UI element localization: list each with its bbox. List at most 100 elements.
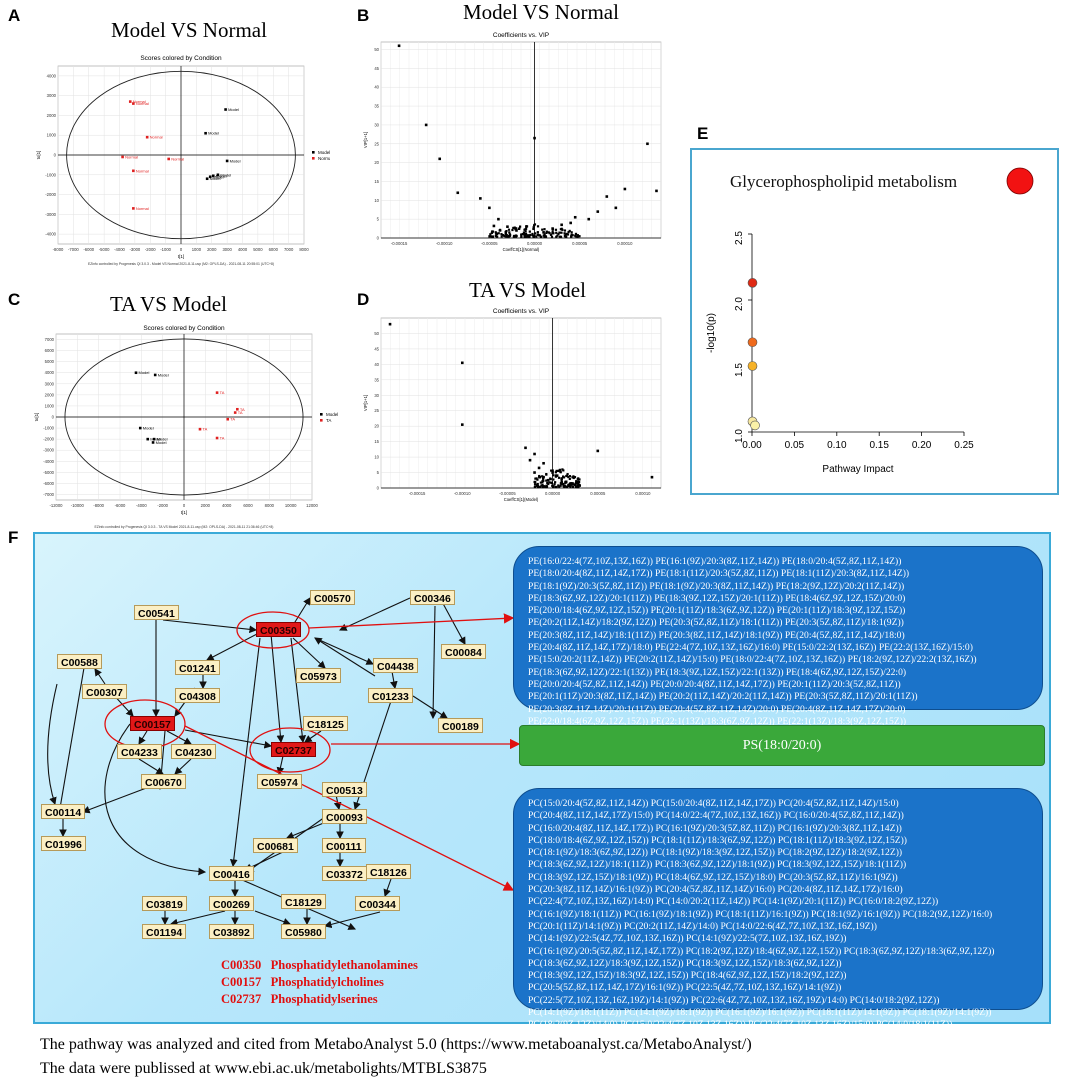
node-c00346[interactable]: C00346 bbox=[410, 590, 455, 605]
pc-lipid-line: PC(20:1(11Z)/14:1(9Z)) PC(20:2(11Z,14Z)/… bbox=[528, 920, 877, 932]
node-c00084[interactable]: C00084 bbox=[441, 644, 486, 659]
node-c01996[interactable]: C01996 bbox=[41, 836, 86, 851]
x-tick-label: 12000 bbox=[306, 503, 318, 508]
node-c00416[interactable]: C00416 bbox=[209, 866, 254, 881]
pc-lipid-line: PC(14:1(9Z)/22:5(4Z,7Z,10Z,13Z,16Z)) PC(… bbox=[528, 933, 847, 945]
data-point bbox=[132, 102, 135, 105]
node-c00670[interactable]: C00670 bbox=[141, 774, 186, 789]
pc-lipid-line: PC(18:3(6Z,9Z,12Z)/18:1(11Z)) PC(18:3(6Z… bbox=[528, 859, 907, 871]
pathway-edge bbox=[304, 730, 322, 743]
data-point bbox=[596, 449, 600, 453]
data-point bbox=[544, 235, 548, 238]
data-point bbox=[537, 466, 541, 470]
node-c18126[interactable]: C18126 bbox=[366, 864, 411, 879]
x-tick-label: -12000 bbox=[49, 503, 63, 508]
y-tick-label: 5 bbox=[377, 217, 380, 222]
pc-lipid-line: PC(18:3(6Z,9Z,12Z)/18:3(9Z,12Z,15Z)) PC(… bbox=[528, 957, 842, 969]
data-point bbox=[559, 228, 562, 231]
node-c02737[interactable]: C02737 bbox=[271, 742, 316, 757]
x-tick-label: 4000 bbox=[222, 503, 232, 508]
data-point bbox=[534, 477, 537, 480]
data-point bbox=[538, 474, 541, 478]
data-point bbox=[533, 471, 536, 474]
point-label: Model bbox=[143, 426, 154, 431]
node-c00189[interactable]: C00189 bbox=[438, 718, 483, 733]
node-c03819[interactable]: C03819 bbox=[142, 896, 187, 911]
data-point bbox=[215, 391, 219, 394]
pathway-edge bbox=[270, 633, 285, 744]
node-c00157[interactable]: C00157 bbox=[130, 716, 175, 731]
node-c00570[interactable]: C00570 bbox=[310, 590, 355, 605]
node-c00344[interactable]: C00344 bbox=[355, 896, 400, 911]
pc-lipid-line: PC(16:1(9Z)/18:1(11Z)) PC(16:1(9Z)/18:1(… bbox=[528, 908, 993, 920]
data-point bbox=[568, 482, 572, 485]
data-point bbox=[564, 233, 567, 236]
pathway-edge bbox=[206, 633, 258, 661]
data-point bbox=[554, 471, 557, 474]
pc-lipid-line: PC(20:4(8Z,11Z,14Z,17Z)/15:0) PC(14:0/22… bbox=[528, 810, 904, 822]
node-c00093[interactable]: C00093 bbox=[322, 809, 367, 824]
node-c03892[interactable]: C03892 bbox=[209, 924, 254, 939]
data-point bbox=[505, 233, 508, 237]
node-c05974[interactable]: C05974 bbox=[257, 774, 302, 789]
pe-lipid-line: PE(18:3(6Z,9Z,12Z)/22:1(13Z)) PE(18:3(9Z… bbox=[528, 666, 907, 678]
node-c00114[interactable]: C00114 bbox=[41, 804, 86, 819]
pe-lipid-line: PE(20:0/18:4(6Z,9Z,12Z,15Z)) PE(20:1(11Z… bbox=[528, 605, 906, 617]
data-point bbox=[553, 483, 556, 486]
pe-lipid-line: PE(20:1(11Z)/20:3(8Z,11Z,14Z)) PE(20:2(1… bbox=[528, 691, 918, 703]
pc-lipid-line: PC(20:5(5Z,8Z,11Z,14Z,17Z)/16:1(9Z)) PC(… bbox=[528, 982, 842, 994]
chart-a-scores-plot: Scores colored by Condition-8000-7000-60… bbox=[36, 55, 330, 266]
node-c04438[interactable]: C04438 bbox=[373, 658, 418, 673]
node-c04308[interactable]: C04308 bbox=[175, 688, 220, 703]
data-point bbox=[531, 232, 534, 236]
data-point bbox=[495, 232, 498, 236]
pathway-edge bbox=[429, 605, 437, 720]
data-point bbox=[550, 235, 554, 238]
node-c18129[interactable]: C18129 bbox=[281, 894, 326, 909]
data-point bbox=[489, 233, 492, 236]
point-label: TA bbox=[238, 410, 243, 415]
x-tick-label: 0.20 bbox=[912, 440, 932, 451]
node-c00307[interactable]: C00307 bbox=[82, 684, 127, 699]
node-c00541[interactable]: C00541 bbox=[134, 605, 179, 620]
data-point bbox=[424, 123, 428, 127]
pe-lipid-line: PE(20:4(8Z,11Z,14Z,17Z)/18:0) PE(22:4(7Z… bbox=[528, 642, 973, 654]
data-point bbox=[555, 474, 559, 477]
node-c04233[interactable]: C04233 bbox=[117, 744, 162, 759]
y-tick-label: 25 bbox=[374, 408, 379, 413]
node-c00681[interactable]: C00681 bbox=[253, 838, 298, 853]
node-c00111[interactable]: C00111 bbox=[322, 838, 366, 853]
node-c00350[interactable]: C00350 bbox=[256, 622, 301, 637]
node-c05973[interactable]: C05973 bbox=[296, 668, 341, 683]
data-point bbox=[533, 480, 536, 484]
point-label: TA bbox=[203, 427, 208, 432]
data-point bbox=[500, 235, 503, 238]
data-point bbox=[574, 232, 578, 236]
x-tick-label: -0.00015 bbox=[409, 491, 426, 496]
data-point bbox=[145, 135, 149, 139]
data-point bbox=[560, 482, 563, 486]
data-point bbox=[460, 423, 464, 426]
x-tick-label: 0.05 bbox=[785, 440, 805, 451]
node-c00588[interactable]: C00588 bbox=[57, 654, 102, 669]
data-point bbox=[508, 231, 511, 234]
data-point bbox=[539, 485, 542, 488]
node-c01194[interactable]: C01194 bbox=[142, 924, 187, 939]
node-c00269[interactable]: C00269 bbox=[209, 896, 254, 911]
data-point bbox=[572, 485, 575, 489]
node-c05980[interactable]: C05980 bbox=[281, 924, 326, 939]
data-point bbox=[541, 481, 544, 484]
y-tick-label: 3000 bbox=[47, 93, 57, 98]
node-c01241[interactable]: C01241 bbox=[175, 660, 220, 675]
data-point bbox=[489, 235, 492, 238]
pathway-point bbox=[747, 361, 758, 371]
node-c18125[interactable]: C18125 bbox=[303, 716, 348, 731]
node-c03372[interactable]: C03372 bbox=[322, 866, 367, 881]
node-c01233[interactable]: C01233 bbox=[368, 688, 413, 703]
node-c00513[interactable]: C00513 bbox=[322, 782, 367, 797]
data-point bbox=[555, 231, 558, 234]
point-label: TA bbox=[220, 390, 225, 395]
data-point bbox=[543, 228, 546, 231]
pathway-edge bbox=[338, 597, 411, 631]
node-c04230[interactable]: C04230 bbox=[171, 744, 216, 759]
